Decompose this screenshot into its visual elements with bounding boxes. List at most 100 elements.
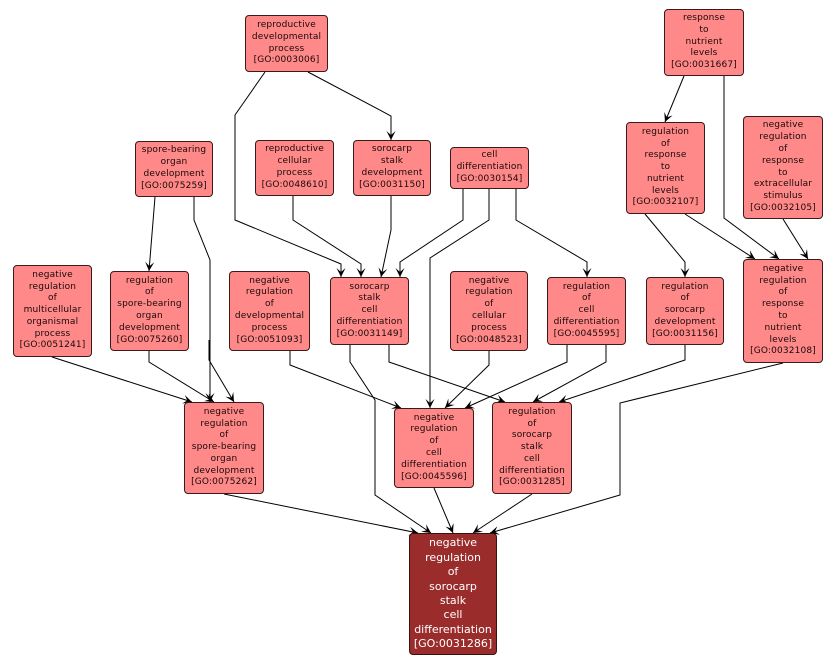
edge-GO0051093-to-GO0075262 [208, 340, 235, 403]
term-id: [GO:0003006] [253, 55, 320, 66]
term-label-line: spore-bearing [191, 442, 257, 453]
term-label-line: stalk [439, 594, 467, 607]
term-label-line: of [778, 287, 788, 298]
term-label-line: development [143, 169, 205, 179]
term-id: [GO:0051093] [236, 334, 303, 345]
term-label-line: regulation [245, 287, 294, 298]
term-id: [GO:0075262] [191, 477, 257, 488]
term-label-line: process [251, 322, 288, 333]
term-label-line: negative [413, 412, 455, 423]
term-label-line: cellular [277, 156, 312, 167]
term-label-line: regulation [425, 550, 481, 564]
term-label-line: negative [762, 263, 804, 274]
arrowhead-icon [490, 526, 500, 535]
term-label-line: regulation [125, 275, 174, 286]
term-label-line: spore-bearing [141, 145, 207, 156]
edge-line [349, 345, 432, 534]
edge-line [429, 189, 490, 408]
term-label-line: to [778, 167, 788, 178]
term-label-line: regulation [641, 126, 690, 137]
term-id: [GO:0032108] [750, 346, 816, 357]
term-label-line: negative [762, 120, 804, 131]
term-label-line: cell [443, 608, 463, 622]
term-id: [GO:0032107] [632, 197, 699, 208]
term-label-line: developmental [251, 31, 322, 42]
edge-line [148, 196, 156, 272]
arrowhead-icon [769, 250, 779, 259]
edge-GO0032108-to-GO0031286 [489, 362, 784, 535]
term-label-line: development [118, 322, 181, 333]
edge-GO0031149-to-GO0031285 [388, 345, 506, 404]
arrowhead-icon [495, 394, 505, 404]
term-label-line: stalk [380, 156, 404, 167]
edge-GO0003006-to-GO0031149 [234, 71, 346, 277]
term-label-line: to [699, 24, 709, 35]
term-label-line: organ [136, 311, 163, 321]
term-label-line: negative [249, 275, 290, 286]
term-label-line: cell [578, 305, 595, 316]
edge-line [723, 76, 780, 260]
edge-line [148, 351, 215, 403]
edge-GO0045595-to-GO0045596 [464, 345, 568, 409]
term-label-line: of [145, 287, 154, 298]
edge-GO0003006-to-GO0031150 [307, 71, 396, 140]
arrowhead-icon [336, 268, 346, 277]
term-label-line: response [761, 299, 805, 310]
term-label-line: regulation [200, 418, 248, 429]
term-id: [GO:0045595] [553, 328, 620, 339]
term-label-line: of [447, 565, 459, 579]
term-label-line: developmental [234, 311, 305, 321]
term-label-line: regulation [661, 281, 709, 292]
term-label-line: of [661, 138, 670, 149]
term-label-line: reproductive [265, 144, 324, 155]
edge-line [664, 75, 685, 123]
edge-line [644, 213, 686, 277]
edge-GO0031285-to-GO0031286 [472, 493, 533, 534]
term-label-line: cellular [471, 311, 507, 321]
edge-GO0031149-to-GO0031286 [349, 345, 432, 534]
edge-GO0030154-to-GO0045595 [515, 189, 592, 277]
term-label-line: nutrient [646, 173, 685, 184]
term-label-line: of [48, 293, 57, 304]
arrowhead-icon [533, 393, 544, 402]
term-id: [GO:0032105] [750, 202, 816, 213]
arrowhead-icon [182, 395, 192, 404]
term-label-line: negative [468, 275, 510, 286]
edge-GO0032105-to-GO0032108 [782, 218, 809, 260]
term-label-line: negative [32, 269, 73, 280]
term-id: [GO:0030154] [456, 173, 523, 184]
term-label-line: response [682, 13, 726, 23]
edge-GO0031667-to-GO0032107 [664, 75, 685, 123]
arrowhead-icon [145, 261, 155, 271]
term-id: [GO:0031156] [652, 328, 718, 339]
term-label-line: regulation [759, 132, 807, 143]
term-label-line: multicellular [23, 305, 82, 316]
term-label-line: negative [203, 406, 245, 417]
term-label-line: regulation [410, 424, 458, 435]
term-label-line: of [484, 299, 494, 310]
term-label-line: regulation [759, 275, 807, 286]
edge-line [532, 345, 607, 403]
edge-GO0045596-to-GO0031286 [433, 487, 454, 534]
